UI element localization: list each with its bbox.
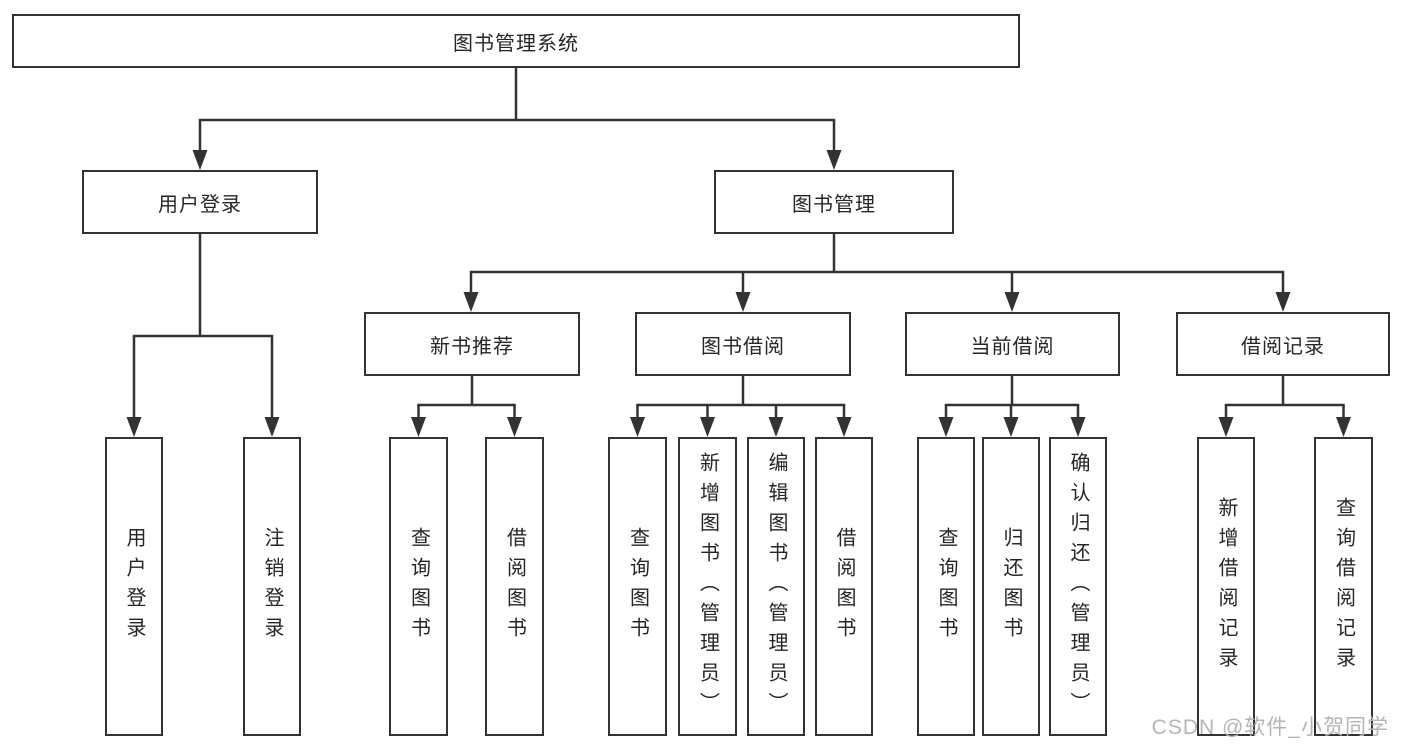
csdn-watermark: CSDN @软件_小贺同学	[1151, 716, 1389, 739]
leaf-confirm-return-admin: 确认归还（管理员）	[1049, 437, 1107, 736]
node-label: 图书管理	[792, 193, 876, 216]
node-label: 借阅图书	[503, 526, 526, 647]
node-label: 查询图书	[626, 526, 649, 647]
leaf-recommend-query-books: 查询图书	[389, 437, 448, 736]
node-label: 借阅图书	[833, 526, 855, 647]
node-label: 当前借阅	[970, 335, 1055, 358]
node-book-management: 图书管理	[714, 170, 954, 234]
leaf-add-books-admin: 新增图书（管理员）	[678, 437, 737, 736]
node-label: 查询借阅记录	[1332, 496, 1355, 677]
node-label: 用户登录	[158, 193, 242, 216]
node-label: 新书推荐	[430, 335, 514, 358]
node-label: 查询图书	[407, 526, 430, 647]
leaf-add-borrow-record: 新增借阅记录	[1197, 437, 1255, 736]
node-label: 新增图书（管理员）	[696, 451, 719, 722]
node-label: 编辑图书（管理员）	[765, 451, 787, 722]
node-label: 借阅记录	[1241, 335, 1325, 358]
node-library-management-system: 图书管理系统	[12, 14, 1020, 68]
leaf-return-books: 归还图书	[982, 437, 1040, 736]
node-label: 新增借阅记录	[1215, 496, 1237, 677]
node-current-borrowing: 当前借阅	[905, 312, 1120, 376]
leaf-borrowing-borrow-books: 借阅图书	[815, 437, 873, 736]
node-label: 注销登录	[261, 526, 283, 647]
node-new-book-recommend: 新书推荐	[364, 312, 580, 376]
leaf-logout: 注销登录	[243, 437, 301, 736]
node-label: 图书管理系统	[453, 32, 579, 55]
node-label: 确认归还（管理员）	[1067, 451, 1089, 722]
node-label: 用户登录	[123, 526, 145, 647]
node-label: 查询图书	[935, 526, 957, 647]
leaf-current-query-books: 查询图书	[917, 437, 975, 736]
node-borrowing-records: 借阅记录	[1176, 312, 1390, 376]
leaf-borrowing-query-books: 查询图书	[608, 437, 667, 736]
node-user-login: 用户登录	[82, 170, 318, 234]
node-label: 图书借阅	[701, 335, 785, 358]
leaf-user-login: 用户登录	[105, 437, 163, 736]
node-label: 归还图书	[1000, 526, 1022, 647]
leaf-edit-books-admin: 编辑图书（管理员）	[747, 437, 805, 736]
leaf-query-borrow-record: 查询借阅记录	[1314, 437, 1373, 736]
leaf-recommend-borrow-books: 借阅图书	[485, 437, 544, 736]
node-book-borrowing: 图书借阅	[635, 312, 851, 376]
